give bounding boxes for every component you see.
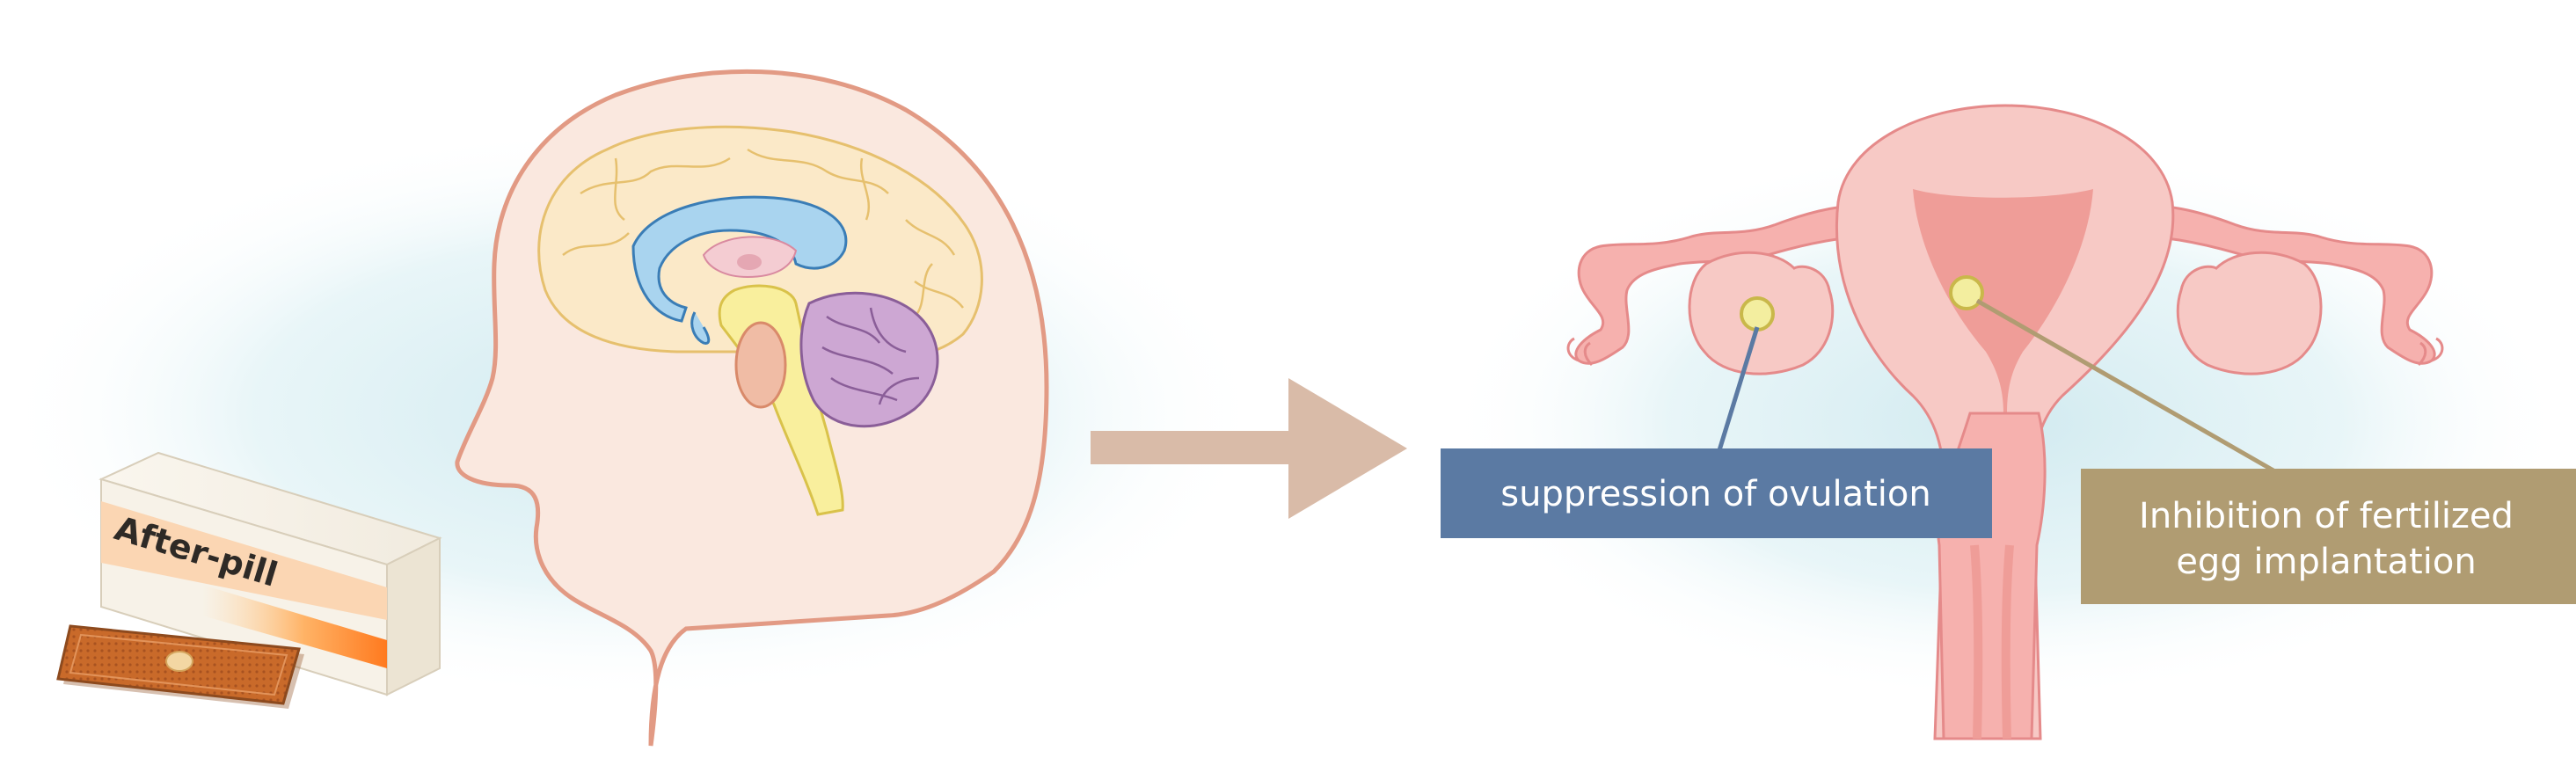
head-brain-icon: [455, 69, 1049, 747]
right-arrow-icon: [1091, 378, 1407, 519]
ovary-marker-icon: [1740, 296, 1775, 332]
blister-pack-icon: [56, 624, 304, 709]
ovulation-leader-line: [1717, 326, 1760, 451]
pill-box-icon: After-pill: [99, 451, 442, 696]
implantation-label-line1: Inhibition of fertilized: [2139, 496, 2514, 536]
implantation-label-line2: egg implantation: [2176, 542, 2476, 582]
pill-icon: [165, 651, 193, 672]
implantation-label: Inhibition of fertilized egg implantatio…: [2081, 469, 2576, 604]
implantation-leader-line: [1975, 298, 2275, 473]
uterus-marker-icon: [1949, 275, 1984, 310]
ovulation-label: suppression of ovulation: [1441, 448, 1992, 538]
uterus-icon: [1566, 104, 2444, 740]
ovulation-label-text: suppression of ovulation: [1500, 474, 1931, 514]
